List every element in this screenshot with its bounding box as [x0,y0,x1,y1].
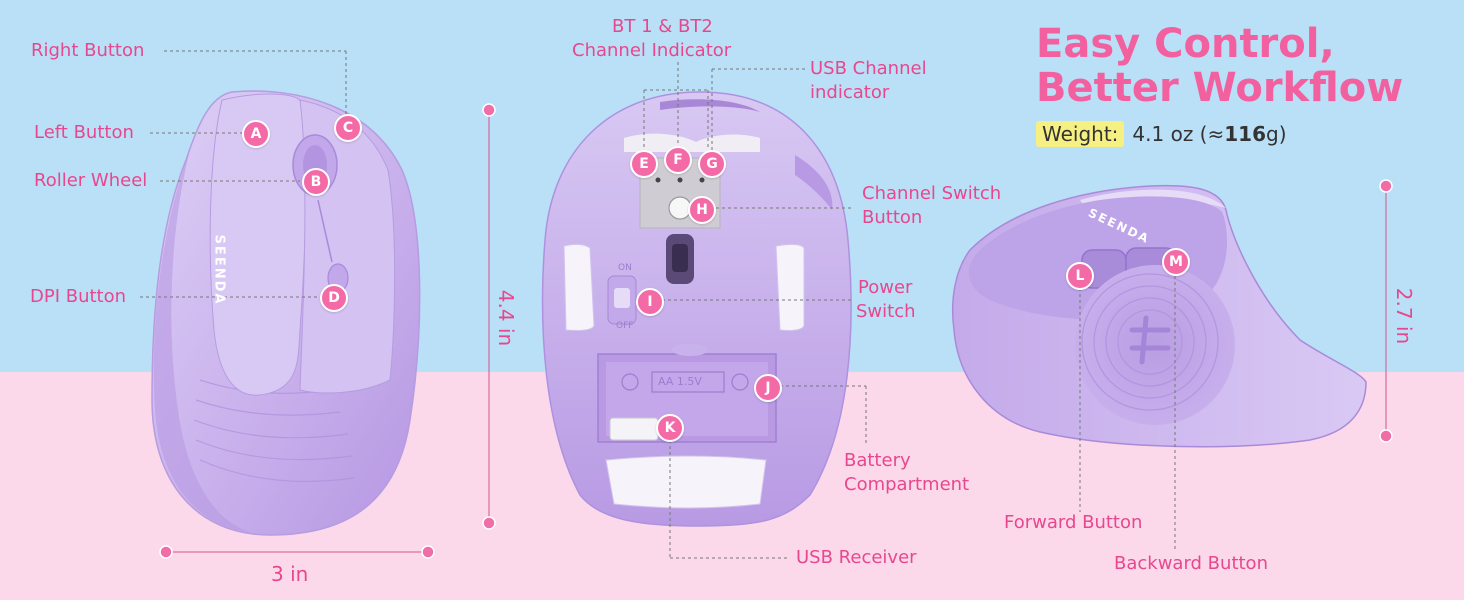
mouse-side-view [951,184,1367,448]
marker-b: B [302,168,330,196]
battery-text: AA 1.5V [658,375,702,388]
marker-m: M [1162,248,1190,276]
label-backward-button: Backward Button [1114,553,1268,574]
label-power-switch-1: Power [858,277,913,298]
marker-g: G [698,150,726,178]
marker-h: H [688,196,716,224]
marker-a: A [242,120,270,148]
marker-l: L [1066,262,1094,290]
label-left-button: Left Button [34,122,134,143]
label-bt-indicator-2: Channel Indicator [572,40,732,61]
weight-value-prefix: 4.1 oz (≈ [1132,122,1225,146]
marker-k: K [656,414,684,442]
width-dimension: 3 in [271,562,309,586]
label-usb-indicator-1: USB Channel [810,58,927,79]
switch-on-text: ON [618,263,632,273]
label-channel-switch-2: Button [862,207,923,228]
label-bt-indicator-1: BT 1 & BT2 [612,16,713,37]
weight-label: Weight: [1036,121,1125,147]
marker-f: F [664,146,692,174]
leader-lines [140,50,1176,559]
label-roller-wheel: Roller Wheel [34,170,148,191]
headline-line-2: Better Workflow [1036,65,1404,111]
dimension-lines [166,110,1387,553]
label-battery-2: Compartment [844,474,970,495]
marker-j: J [754,374,782,402]
weight-value-suffix: g) [1266,122,1287,146]
marker-e: E [630,150,658,178]
marker-d: D [320,284,348,312]
mouse-top-view [151,90,421,536]
side-height-dimension: 2.7 in [1392,287,1417,345]
label-channel-switch-1: Channel Switch [862,183,1002,204]
headline-line-1: Easy Control, [1036,21,1335,67]
label-usb-indicator-2: indicator [810,82,890,103]
marker-i: I [636,288,664,316]
weight-value-bold: 116 [1224,122,1266,146]
height-dimension: 4.4 in [494,289,519,347]
switch-off-text: OFF [616,321,634,331]
mouse-bottom-view [541,91,852,527]
label-battery-1: Battery [844,450,911,471]
weight-spec: Weight: 4.1 oz (≈ 116 g) [1036,121,1287,147]
label-usb-receiver: USB Receiver [796,547,917,568]
brand-logo-top: SEENDA [211,234,227,306]
label-power-switch-2: Switch [856,301,916,322]
marker-c: C [334,114,362,142]
label-right-button: Right Button [31,40,145,61]
label-forward-button: Forward Button [1004,512,1143,533]
label-dpi-button: DPI Button [30,286,127,307]
